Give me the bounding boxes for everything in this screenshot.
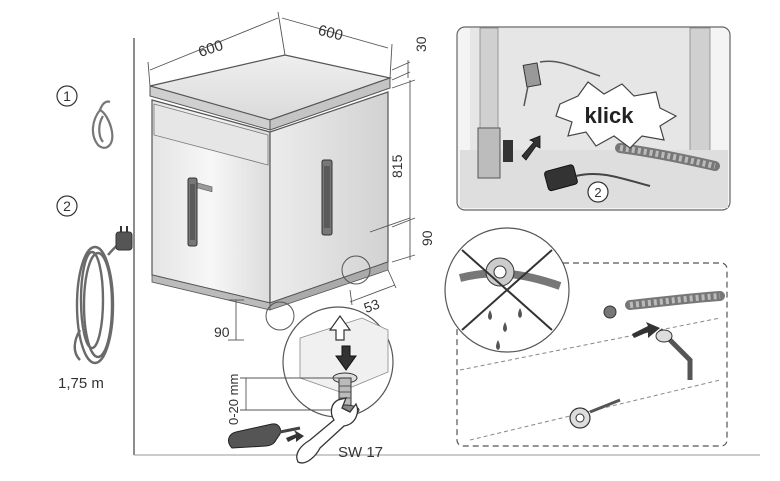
lower-arrow-icon bbox=[335, 345, 357, 371]
connect-arrow-icon bbox=[632, 322, 660, 338]
wrench-size-label: SW 17 bbox=[338, 444, 383, 461]
plug-number-badge bbox=[587, 181, 609, 203]
raise-arrow-icon bbox=[328, 314, 352, 341]
wrench-icon bbox=[296, 397, 359, 464]
cable-plug-icon bbox=[544, 164, 651, 192]
zoom-marker-side-foot bbox=[341, 255, 371, 285]
part-2-number: 2 bbox=[63, 198, 71, 214]
tap-connector-icon bbox=[569, 398, 621, 429]
plug-number-label: 2 bbox=[594, 185, 601, 200]
push-arrow-icon bbox=[286, 430, 304, 442]
foot-range-dimension bbox=[240, 377, 340, 411]
accessory-1-group: 1 bbox=[56, 85, 114, 149]
dim-width-label: 600 bbox=[196, 37, 225, 61]
water-drops-icon bbox=[488, 308, 522, 350]
power-cable-icon bbox=[73, 240, 123, 365]
inlet-hose bbox=[625, 291, 725, 310]
dim-depth-label: 600 bbox=[316, 22, 344, 45]
insert-arrow-icon bbox=[521, 135, 541, 161]
dim-height-label: 815 bbox=[389, 154, 405, 178]
dishwasher-body bbox=[149, 54, 393, 311]
power-plug-icon bbox=[115, 226, 133, 251]
hose-clip-icon bbox=[91, 100, 114, 149]
dim-front-plinth-label: 90 bbox=[214, 324, 230, 340]
appliance-socket bbox=[477, 127, 501, 179]
cable-length-label: 1,75 m bbox=[58, 375, 104, 392]
accessory-2-group: 2 1,75 m bbox=[56, 195, 133, 392]
zoom-marker-front-foot bbox=[265, 301, 295, 331]
dimension-lines bbox=[147, 11, 416, 341]
part-1-number: 1 bbox=[63, 88, 71, 104]
cross-out-line-2 bbox=[461, 249, 553, 331]
part-1-badge bbox=[56, 85, 78, 107]
control-panel bbox=[153, 103, 269, 166]
part-2-badge bbox=[56, 195, 78, 217]
foot-range-label: 0-20 mm bbox=[226, 374, 241, 425]
dim-plinth-height-label: 90 bbox=[419, 230, 435, 246]
water-connection-detail bbox=[444, 227, 728, 447]
plug-connection-detail: klick 2 bbox=[456, 26, 731, 211]
screwdriver-icon bbox=[228, 423, 304, 449]
klick-burst bbox=[555, 81, 678, 149]
dim-plinth-depth-label: 53 bbox=[362, 296, 382, 316]
dim-top-gap-label: 30 bbox=[413, 36, 429, 52]
klick-label: klick bbox=[585, 103, 635, 128]
